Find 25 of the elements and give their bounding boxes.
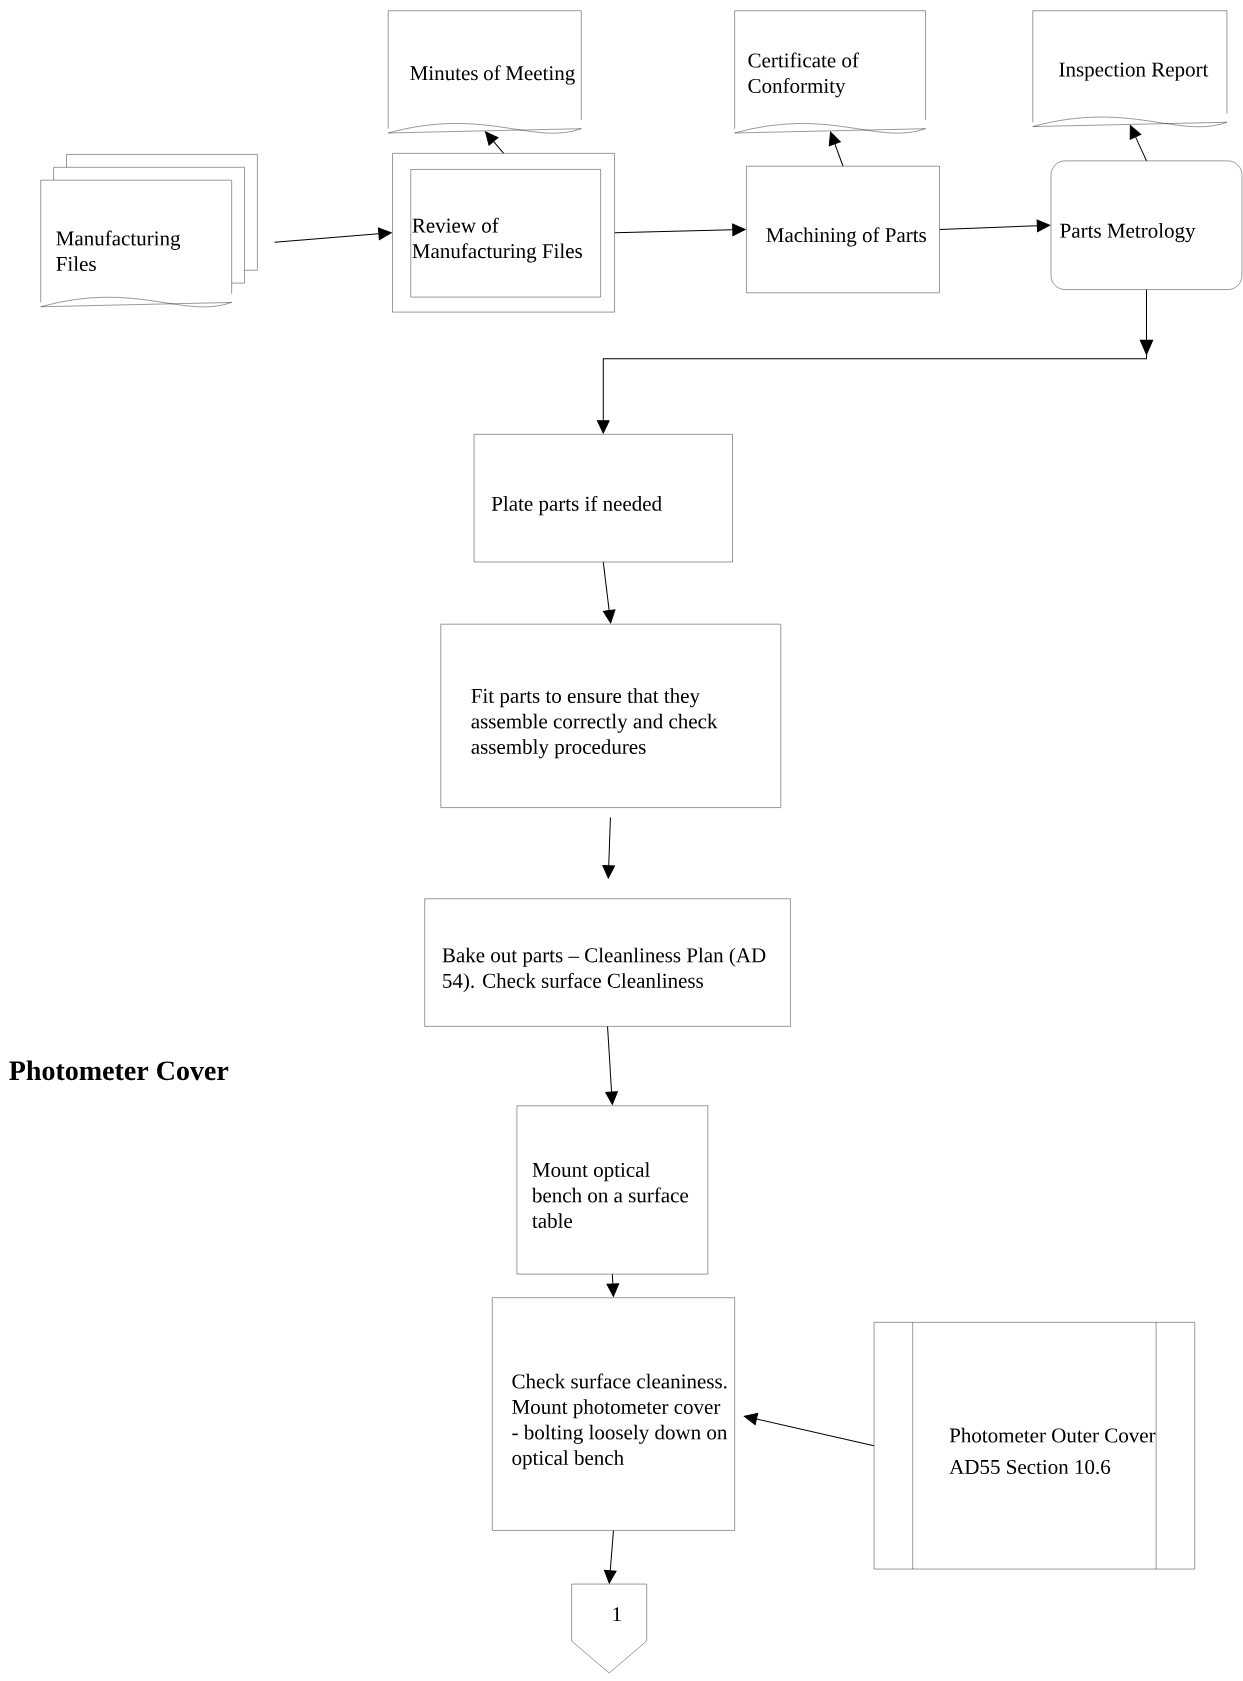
process-box: Mount optical bench on a surface table xyxy=(516,1105,709,1275)
predefined-process-box: Photometer Outer Cover AD55 Section 10.6 xyxy=(873,1322,1195,1570)
process-box: Bake out parts – Cleanliness Plan (AD 54). Check surface Cleanliness xyxy=(424,898,791,1027)
process-box: Fit parts to ensure that they assemble correctly and check assembly procedures xyxy=(440,624,781,808)
arrow xyxy=(939,219,1051,233)
arrow xyxy=(614,223,746,237)
process-box: Review of Manufacturing Files xyxy=(392,153,615,313)
arrow xyxy=(485,131,505,154)
arrow xyxy=(603,1530,617,1584)
title: Photometer Cover xyxy=(9,1060,229,1081)
rounded-box: Parts Metrology xyxy=(1050,160,1243,290)
process-box: Machining of Parts xyxy=(746,166,940,293)
arrow xyxy=(606,1273,620,1297)
arrow xyxy=(602,561,616,624)
process-box: Check surface cleaniness. Mount photometer cover - bolting loosely down on optical bench xyxy=(492,1297,735,1531)
off-page-connector: 1 xyxy=(571,1583,647,1674)
arrow xyxy=(828,131,844,167)
process-box: Plate parts if needed xyxy=(473,434,733,563)
arrow xyxy=(274,227,392,243)
document-stack: Manufacturing Files xyxy=(40,154,258,308)
arrow xyxy=(602,817,616,879)
arrow xyxy=(1129,125,1147,162)
arrow xyxy=(743,1412,875,1447)
arrow xyxy=(605,1026,618,1105)
arrow xyxy=(596,289,1154,434)
